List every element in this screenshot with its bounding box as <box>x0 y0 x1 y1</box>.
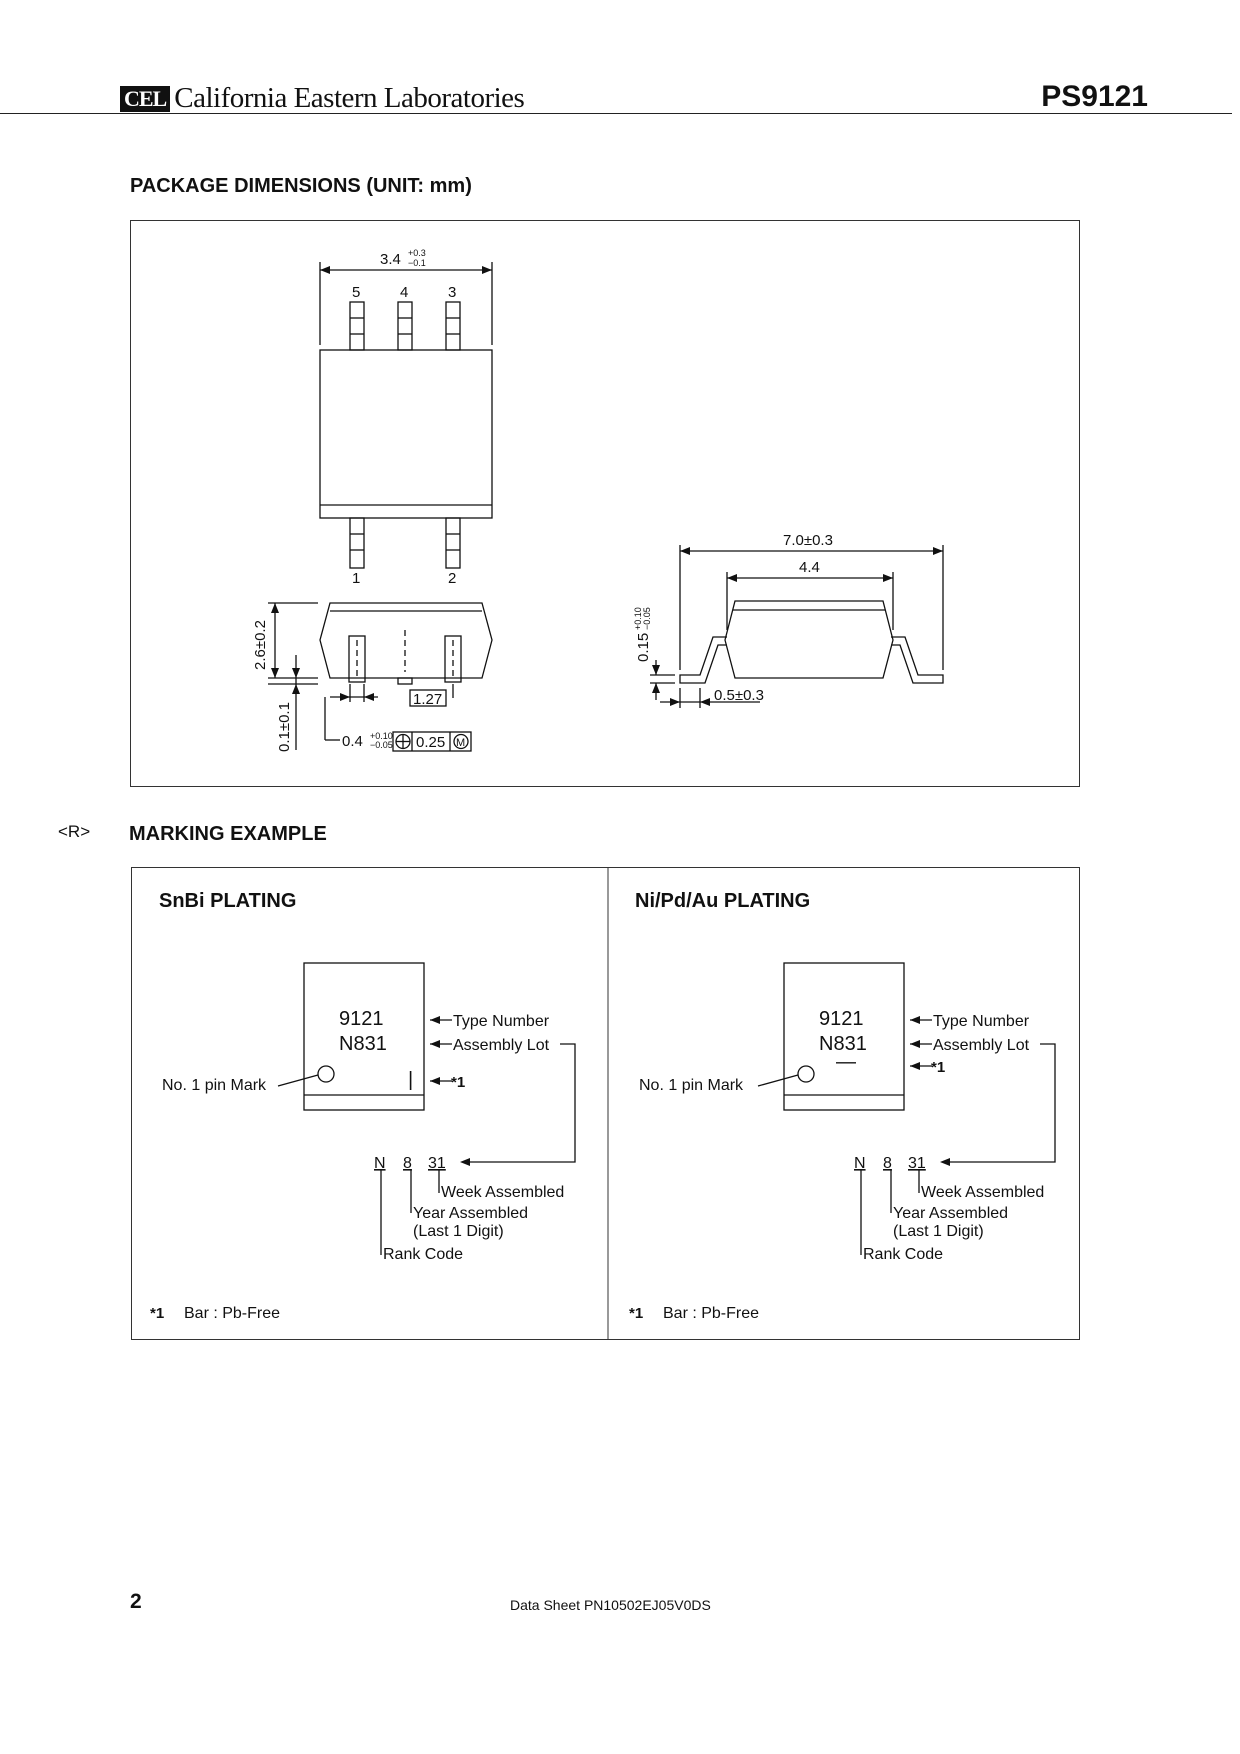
svg-text:−0.05: −0.05 <box>642 607 652 630</box>
package-dimensions-frame <box>130 220 1080 787</box>
pin-label-4: 4 <box>400 284 408 301</box>
pin-3-lead <box>445 301 461 351</box>
revision-mark: <R> <box>58 822 91 841</box>
standoff-dim: 0.1±0.1 <box>276 702 293 752</box>
rank-code-label: Rank Code <box>383 1246 463 1263</box>
svg-text:+0.10: +0.10 <box>370 731 393 741</box>
pin-label-2: 2 <box>448 570 456 587</box>
panel-title: SnBi PLATING <box>159 890 296 912</box>
side-view-body <box>724 600 894 679</box>
pb-free-bar: | <box>408 1069 413 1091</box>
company-name: California Eastern Laboratories <box>174 82 525 114</box>
week-assembled-label: Week Assembled <box>441 1184 564 1201</box>
panel-title: Ni/Pd/Au PLATING <box>635 890 810 912</box>
code-week: 31 <box>908 1155 926 1172</box>
year-sub-label: (Last 1 Digit) <box>413 1223 504 1240</box>
top-view-body <box>319 349 493 519</box>
page-number: 2 <box>130 1590 142 1613</box>
header-rule <box>0 113 1232 114</box>
svg-text:−0.1: −0.1 <box>408 258 426 268</box>
marking-body <box>303 962 425 1111</box>
position-tol: 0.25 <box>416 734 445 751</box>
week-assembled-label: Week Assembled <box>921 1184 1044 1201</box>
front-view-body <box>319 602 493 679</box>
footnote-ref: *1 <box>931 1059 945 1076</box>
year-assembled-label: Year Assembled <box>413 1205 528 1222</box>
note-key: *1 <box>629 1305 643 1322</box>
logo-mark: CEL <box>120 85 171 112</box>
pin-label-5: 5 <box>352 284 360 301</box>
footnote-ref: *1 <box>451 1074 465 1091</box>
document-id: Data Sheet PN10502EJ05V0DS <box>510 1597 711 1613</box>
part-number: PS9121 <box>1041 80 1148 113</box>
foot-length-dim: 0.5±0.3 <box>714 687 764 704</box>
type-number-text: 9121 <box>819 1008 864 1030</box>
svg-text:+0.10: +0.10 <box>633 607 643 630</box>
body-length-dim: 4.4 <box>799 559 820 576</box>
code-year: 8 <box>403 1155 412 1172</box>
marking-example-title: MARKING EXAMPLE <box>129 823 327 845</box>
lead-thickness-dim: 0.15 <box>635 633 652 662</box>
note-text: Bar : Pb-Free <box>184 1305 280 1322</box>
marking-drawing: SnBi PLATING 9121 N831 | No. 1 pin Mark … <box>150 868 1056 1340</box>
overall-length-dim: 7.0±0.3 <box>783 532 833 549</box>
panel-snbi: SnBi PLATING 9121 N831 | No. 1 pin Mark … <box>150 890 576 1322</box>
pitch-dim: 1.27 <box>413 691 442 708</box>
mmc-symbol: M <box>456 737 465 749</box>
height-dim: 2.6±0.2 <box>252 620 269 670</box>
year-assembled-label: Year Assembled <box>893 1205 1008 1222</box>
pin-label-3: 3 <box>448 284 456 301</box>
type-number-label: Type Number <box>933 1013 1030 1030</box>
code-rank: N <box>854 1155 866 1172</box>
pin-4-lead <box>397 301 413 351</box>
svg-text:−0.05: −0.05 <box>370 740 393 750</box>
note-text: Bar : Pb-Free <box>663 1305 759 1322</box>
package-dimensions-title: PACKAGE DIMENSIONS (UNIT: mm) <box>130 175 472 197</box>
code-year: 8 <box>883 1155 892 1172</box>
pin-2-lead <box>445 517 461 569</box>
assembly-lot-label: Assembly Lot <box>933 1037 1030 1054</box>
code-week: 31 <box>428 1155 446 1172</box>
lot-number-text: N831 <box>819 1033 867 1055</box>
year-sub-label: (Last 1 Digit) <box>893 1223 984 1240</box>
pin-mark-label: No. 1 pin Mark <box>639 1077 744 1094</box>
panel-nipdau: Ni/Pd/Au PLATING 9121 N831 — No. 1 pin M… <box>629 890 1056 1322</box>
pin-1-lead <box>349 517 365 569</box>
lead-width-dim: 0.4 <box>342 733 363 750</box>
assembly-lot-label: Assembly Lot <box>453 1037 550 1054</box>
marking-example-frame <box>131 867 1080 1340</box>
package-drawing: 3.4 +0.3 −0.1 5 4 3 1 2 2.6±0.2 0.1±0.1 … <box>252 248 944 752</box>
top-width-dim: 3.4 <box>380 251 401 268</box>
pin1-mark-icon <box>317 1065 335 1083</box>
svg-text:+0.3: +0.3 <box>408 248 426 258</box>
company-logo: CEL California Eastern Laboratories <box>120 82 525 115</box>
pin-label-1: 1 <box>352 570 360 587</box>
pin-mark-label: No. 1 pin Mark <box>162 1077 267 1094</box>
code-rank: N <box>374 1155 386 1172</box>
note-key: *1 <box>150 1305 164 1322</box>
rank-code-label: Rank Code <box>863 1246 943 1263</box>
pin1-mark-icon <box>797 1065 815 1083</box>
pb-free-bar: — <box>836 1051 856 1073</box>
type-number-text: 9121 <box>339 1008 384 1030</box>
pin-5-lead <box>349 301 365 351</box>
type-number-label: Type Number <box>453 1013 550 1030</box>
marking-body <box>783 962 905 1111</box>
lot-number-text: N831 <box>339 1033 387 1055</box>
